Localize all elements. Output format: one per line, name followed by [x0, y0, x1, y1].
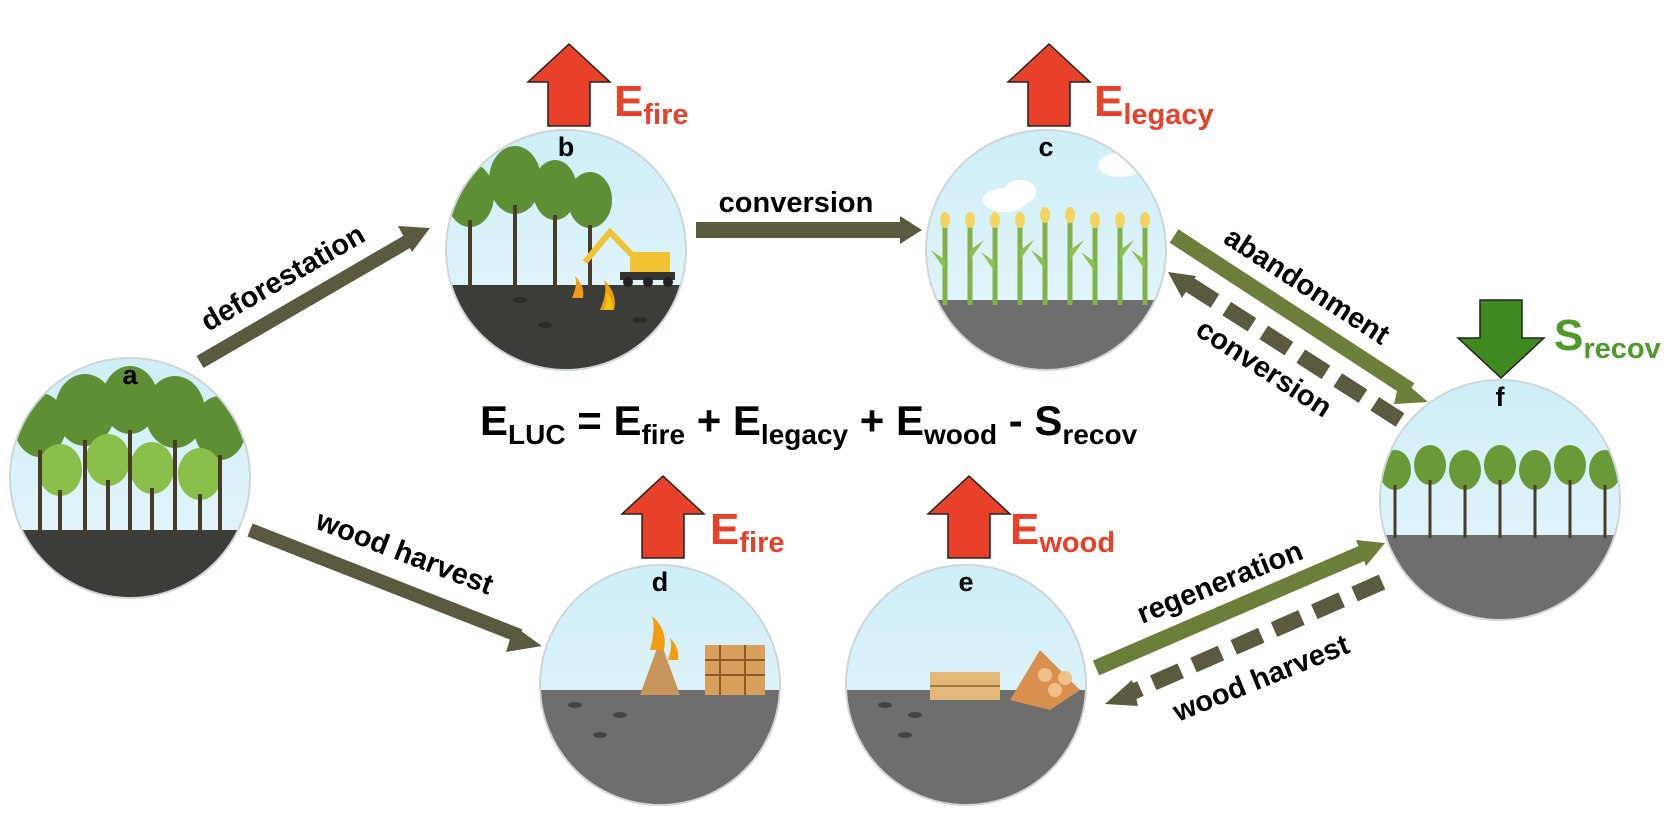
eq-lhs-main: E: [480, 397, 508, 444]
flux-e-sub: wood: [1038, 527, 1115, 559]
emission-up-arrow-icon: [926, 474, 1012, 559]
arrow-wood-harvest-f-e: [1105, 574, 1386, 706]
eq-t2-sub: legacy: [761, 419, 849, 450]
node-a-forest: a: [9, 357, 251, 599]
svg-text:Efire: Efire: [614, 77, 689, 131]
eq-lhs-sub: LUC: [508, 419, 566, 450]
node-b-deforestation: b: [445, 129, 687, 371]
flux-e-main: E: [1010, 505, 1039, 554]
node-d-burning: d: [539, 564, 781, 806]
node-a-label: a: [122, 360, 138, 390]
fire-icon: [640, 616, 680, 695]
node-e-wood-products: e: [845, 564, 1087, 806]
emission-up-arrow-icon: [526, 42, 612, 127]
emission-up-arrow-icon: [1006, 42, 1092, 127]
equation: ELUC = Efire + Elegacy + Ewood - Srecov: [480, 397, 1138, 450]
arrow-deforestation: [196, 226, 430, 369]
emission-up-arrow-icon: [620, 474, 706, 559]
eq-t4-sub: recov: [1062, 419, 1137, 450]
sink-down-arrow-icon: [1456, 299, 1546, 380]
flux-b-main: E: [614, 77, 643, 126]
log-pile-icon: [705, 645, 765, 695]
flux-d-fire: Efire: [620, 474, 785, 559]
node-e-label: e: [958, 567, 973, 597]
node-b-label: b: [558, 132, 575, 162]
arrow-wood-harvest-a-d: [247, 523, 542, 652]
eq-op2: +: [848, 397, 896, 444]
eq-t1-main: E: [613, 397, 641, 444]
flux-f-main: S: [1554, 311, 1583, 360]
flux-c-legacy: Elegacy: [1006, 42, 1214, 131]
eq-t3-sub: wood: [923, 419, 997, 450]
lumber-stack-icon: [930, 672, 1000, 700]
node-d-label: d: [652, 567, 669, 597]
flux-e-wood: Ewood: [926, 474, 1115, 559]
label-conversion-b-c: conversion: [719, 187, 874, 219]
node-f-label: f: [1496, 382, 1506, 412]
log-pile-icon: [1010, 650, 1080, 710]
node-c-cropland: c: [925, 129, 1167, 371]
svg-text:Elegacy: Elegacy: [1094, 77, 1214, 131]
excavator-icon: [582, 227, 675, 287]
eq-t4-main: S: [1034, 397, 1062, 444]
fire-icon: [572, 276, 615, 310]
svg-text:Ewood: Ewood: [1010, 505, 1115, 559]
flux-b-sub: fire: [643, 99, 688, 131]
svg-text:Efire: Efire: [710, 505, 785, 559]
corn-crop-icon: [931, 207, 1150, 305]
flux-c-sub: legacy: [1123, 99, 1213, 131]
flux-b-fire: Efire: [526, 42, 689, 131]
arrow-conversion-b-c: [696, 216, 922, 244]
svg-text:Srecov: Srecov: [1554, 311, 1661, 365]
flux-d-main: E: [710, 505, 739, 554]
arrow-abandonment: [1169, 229, 1428, 404]
eq-op3: -: [997, 397, 1034, 444]
flux-f-sub: recov: [1583, 333, 1660, 365]
eq-t1-sub: fire: [641, 419, 685, 450]
arrow-conversion-f-c: [1168, 272, 1405, 427]
flux-c-main: E: [1094, 77, 1123, 126]
flux-f-recov: Srecov: [1456, 299, 1661, 380]
eq-t2-main: E: [733, 397, 761, 444]
node-c-label: c: [1038, 132, 1053, 162]
eq-op1: +: [685, 397, 733, 444]
node-f-regrowth: f: [1379, 379, 1621, 621]
flux-d-sub: fire: [739, 527, 784, 559]
arrow-regeneration: [1092, 540, 1385, 676]
eq-t3-main: E: [896, 397, 924, 444]
eq-equals: =: [566, 397, 614, 444]
